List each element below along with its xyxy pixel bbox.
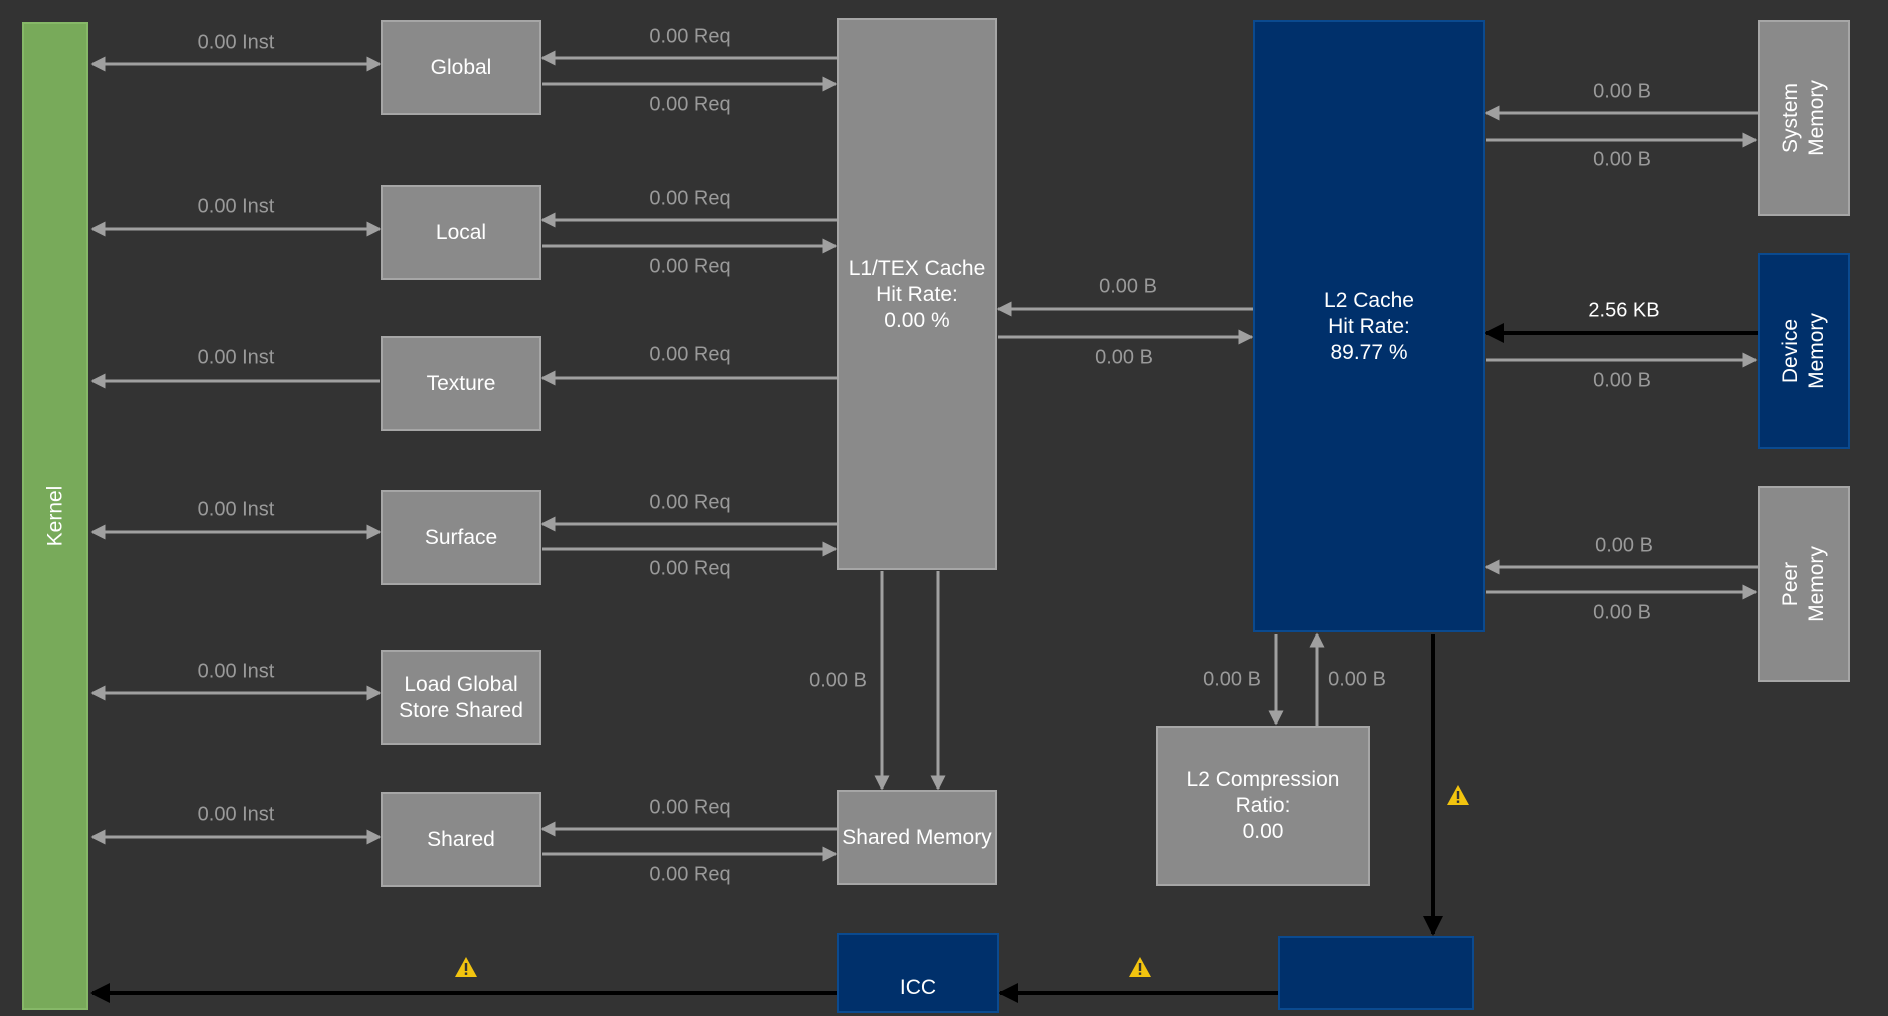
local-from-l1-label: 0.00 Req bbox=[649, 187, 731, 210]
peer-memory-label: Peer Memory bbox=[1779, 546, 1828, 622]
kernel-global-label: 0.00 Inst bbox=[197, 31, 275, 54]
kernel-label: Kernel bbox=[42, 485, 66, 547]
l2-to-dev-label: 0.00 B bbox=[1593, 369, 1651, 392]
links-layer bbox=[90, 50, 1758, 1003]
kernel-texture-label: 0.00 Inst bbox=[197, 346, 275, 369]
l1-from-l2-label: 0.00 B bbox=[1099, 275, 1157, 298]
l2-to-comp-label: 0.00 B bbox=[1203, 668, 1261, 691]
local-node[interactable]: Local bbox=[381, 185, 541, 280]
global-to-l1-label: 0.00 Req bbox=[649, 93, 731, 116]
local-to-l1-label: 0.00 Req bbox=[649, 255, 731, 278]
l2-to-sys-label: 0.00 B bbox=[1593, 148, 1651, 171]
l1-smem-label: 0.00 B bbox=[809, 669, 867, 692]
system-memory-label: System Memory bbox=[1779, 80, 1828, 156]
fabric-unit-node[interactable] bbox=[1278, 936, 1474, 1010]
warning-icon[interactable] bbox=[1128, 956, 1152, 978]
global-from-l1-label: 0.00 Req bbox=[649, 25, 731, 48]
l2-cache-node[interactable]: L2 Cache Hit Rate: 89.77 % bbox=[1253, 20, 1485, 632]
l2-compression-label: L2 Compression Ratio: 0.00 bbox=[1186, 768, 1340, 843]
surface-node[interactable]: Surface bbox=[381, 490, 541, 585]
peer-memory-node[interactable]: Peer Memory bbox=[1758, 486, 1850, 682]
device-memory-node[interactable]: Device Memory bbox=[1758, 253, 1850, 449]
load-global-store-shared-label: Load Global Store Shared bbox=[399, 672, 523, 722]
texture-node[interactable]: Texture bbox=[381, 336, 541, 431]
global-label: Global bbox=[430, 55, 492, 79]
shared-node[interactable]: Shared bbox=[381, 792, 541, 887]
peer-to-l2-label: 0.00 B bbox=[1595, 534, 1653, 557]
kernel-surface-label: 0.00 Inst bbox=[197, 498, 275, 521]
l1-tex-cache-label: L1/TEX Cache Hit Rate: 0.00 % bbox=[848, 257, 986, 332]
surface-label: Surface bbox=[424, 525, 498, 549]
l1-to-l2-label: 0.00 B bbox=[1095, 346, 1153, 369]
device-memory-label: Device Memory bbox=[1779, 313, 1828, 389]
shared-from-smem-label: 0.00 Req bbox=[649, 796, 731, 819]
shared-memory-node[interactable]: Shared Memory bbox=[837, 790, 997, 885]
kernel-lgss-label: 0.00 Inst bbox=[197, 660, 275, 683]
comp-to-l2-label: 0.00 B bbox=[1328, 668, 1386, 691]
l2-to-peer-label: 0.00 B bbox=[1593, 601, 1651, 624]
shared-memory-label: Shared Memory bbox=[842, 825, 992, 849]
dev-to-l2-label: 2.56 KB bbox=[1588, 299, 1660, 322]
icc-node[interactable]: ICC bbox=[837, 933, 999, 1013]
texture-from-l1-label: 0.00 Req bbox=[649, 343, 731, 366]
texture-label: Texture bbox=[426, 371, 496, 395]
surface-to-l1-label: 0.00 Req bbox=[649, 557, 731, 580]
shared-to-smem-label: 0.00 Req bbox=[649, 863, 731, 886]
shared-label: Shared bbox=[427, 827, 495, 851]
warning-icon[interactable] bbox=[1446, 784, 1470, 806]
l1-tex-cache-node[interactable]: L1/TEX Cache Hit Rate: 0.00 % bbox=[837, 18, 997, 570]
l2-compression-node[interactable]: L2 Compression Ratio: 0.00 bbox=[1156, 726, 1370, 886]
l2-cache-label: L2 Cache Hit Rate: 89.77 % bbox=[1324, 289, 1414, 364]
warning-icon[interactable] bbox=[454, 956, 478, 978]
global-node[interactable]: Global bbox=[381, 20, 541, 115]
icc-label: ICC bbox=[899, 976, 937, 999]
kernel-local-label: 0.00 Inst bbox=[197, 195, 275, 218]
sys-to-l2-label: 0.00 B bbox=[1593, 80, 1651, 103]
load-global-store-shared-node[interactable]: Load Global Store Shared bbox=[381, 650, 541, 745]
kernel-block[interactable]: Kernel bbox=[22, 22, 88, 1010]
surface-from-l1-label: 0.00 Req bbox=[649, 491, 731, 514]
local-label: Local bbox=[435, 220, 487, 244]
kernel-shared-label: 0.00 Inst bbox=[197, 803, 275, 826]
system-memory-node[interactable]: System Memory bbox=[1758, 20, 1850, 216]
